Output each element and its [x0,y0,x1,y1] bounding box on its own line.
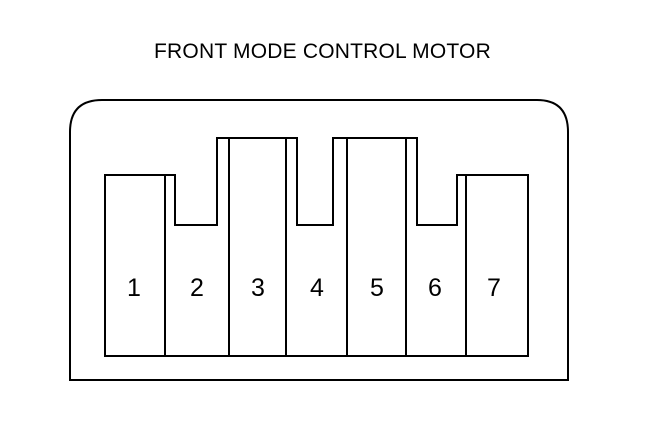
pin-label-3: 3 [251,274,265,302]
pin-label-4: 4 [310,274,324,302]
connector-housing [69,99,569,381]
pin-label-1: 1 [127,274,141,302]
pin-label-6: 6 [428,274,442,302]
pin-label-7: 7 [487,274,501,302]
pin-label-5: 5 [370,274,384,302]
pin-label-2: 2 [190,274,204,302]
diagram-title: FRONT MODE CONTROL MOTOR [154,40,491,63]
terminal-cavity-outline [104,137,529,357]
